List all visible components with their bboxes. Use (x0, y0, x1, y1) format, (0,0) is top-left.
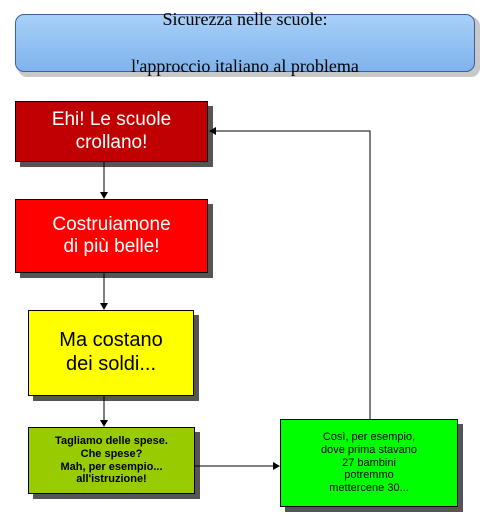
node-schools-collapse: Ehi! Le scuole crollano! (15, 101, 208, 162)
node-build-better: Costruiamone di più belle! (15, 199, 208, 273)
edge-n5-n1 (216, 130, 371, 419)
diagram-title: Sicurezza nelle scuole: l'approccio ital… (15, 9, 475, 76)
arrowhead-n4-n5 (273, 462, 280, 470)
arrowhead-n2-n3 (100, 303, 108, 310)
node-more-children: Così, per esempio, dove prima stavano 27… (280, 419, 458, 507)
title-line-1: Sicurezza nelle scuole: (162, 8, 328, 29)
arrowhead-n5-n1 (209, 127, 216, 135)
title-line-2: l'approccio italiano al problema (131, 55, 359, 76)
arrowhead-n3-n4 (100, 420, 108, 427)
arrowhead-n1-n2 (100, 192, 108, 199)
node-costs-money: Ma costano dei soldi... (28, 310, 194, 396)
node-cut-expenses: Tagliamo delle spese. Che spese? Mah, pe… (28, 427, 195, 494)
